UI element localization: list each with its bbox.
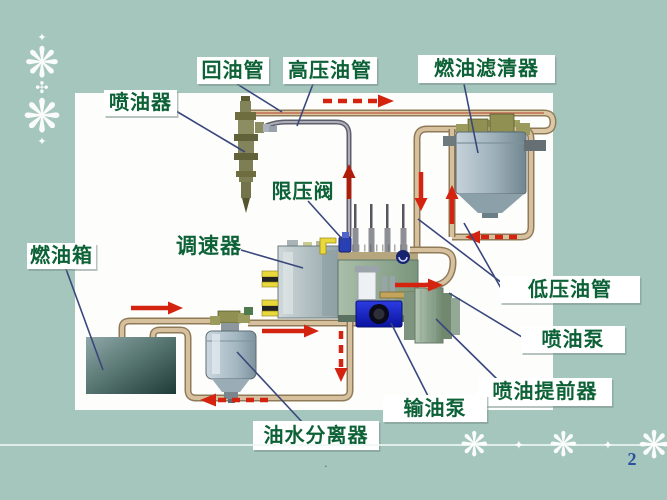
label-fuel-filter: 燃油滤清器 [418,55,555,83]
label-injection-pump: 喷油泵 [521,326,625,353]
label-pressure-limit-valve: 限压阀 [271,180,335,203]
leader-lines [65,83,523,424]
fuel-filter-component [443,113,546,218]
label-injection-advance-device: 喷油提前器 [478,378,612,406]
fuel-tank-component [86,337,176,394]
transfer-pump-component [355,300,403,328]
label-low-pressure-pipe: 低压油管 [500,276,640,303]
water-separator-component [205,307,257,403]
injection-advance-component [404,287,460,344]
injector-component [234,96,277,213]
label-injector: 喷油器 [104,90,177,116]
label-governor: 调速器 [176,235,242,258]
governor-component [261,240,341,319]
page-number: 2 [627,449,637,469]
label-transfer-pump: 输油泵 [383,395,487,422]
label-fuel-tank: 燃油箱 [27,243,96,269]
high-pressure-pipe [258,119,352,237]
flow-arrows [131,94,517,407]
label-high-pressure-pipe: 高压油管 [283,57,377,84]
footer-divider-line [0,444,667,446]
footer-dot: . [324,455,328,470]
pressure-limit-valve-component [338,236,352,253]
fuel-pipes [118,109,557,402]
label-return-pipe: 回油管 [197,57,269,84]
